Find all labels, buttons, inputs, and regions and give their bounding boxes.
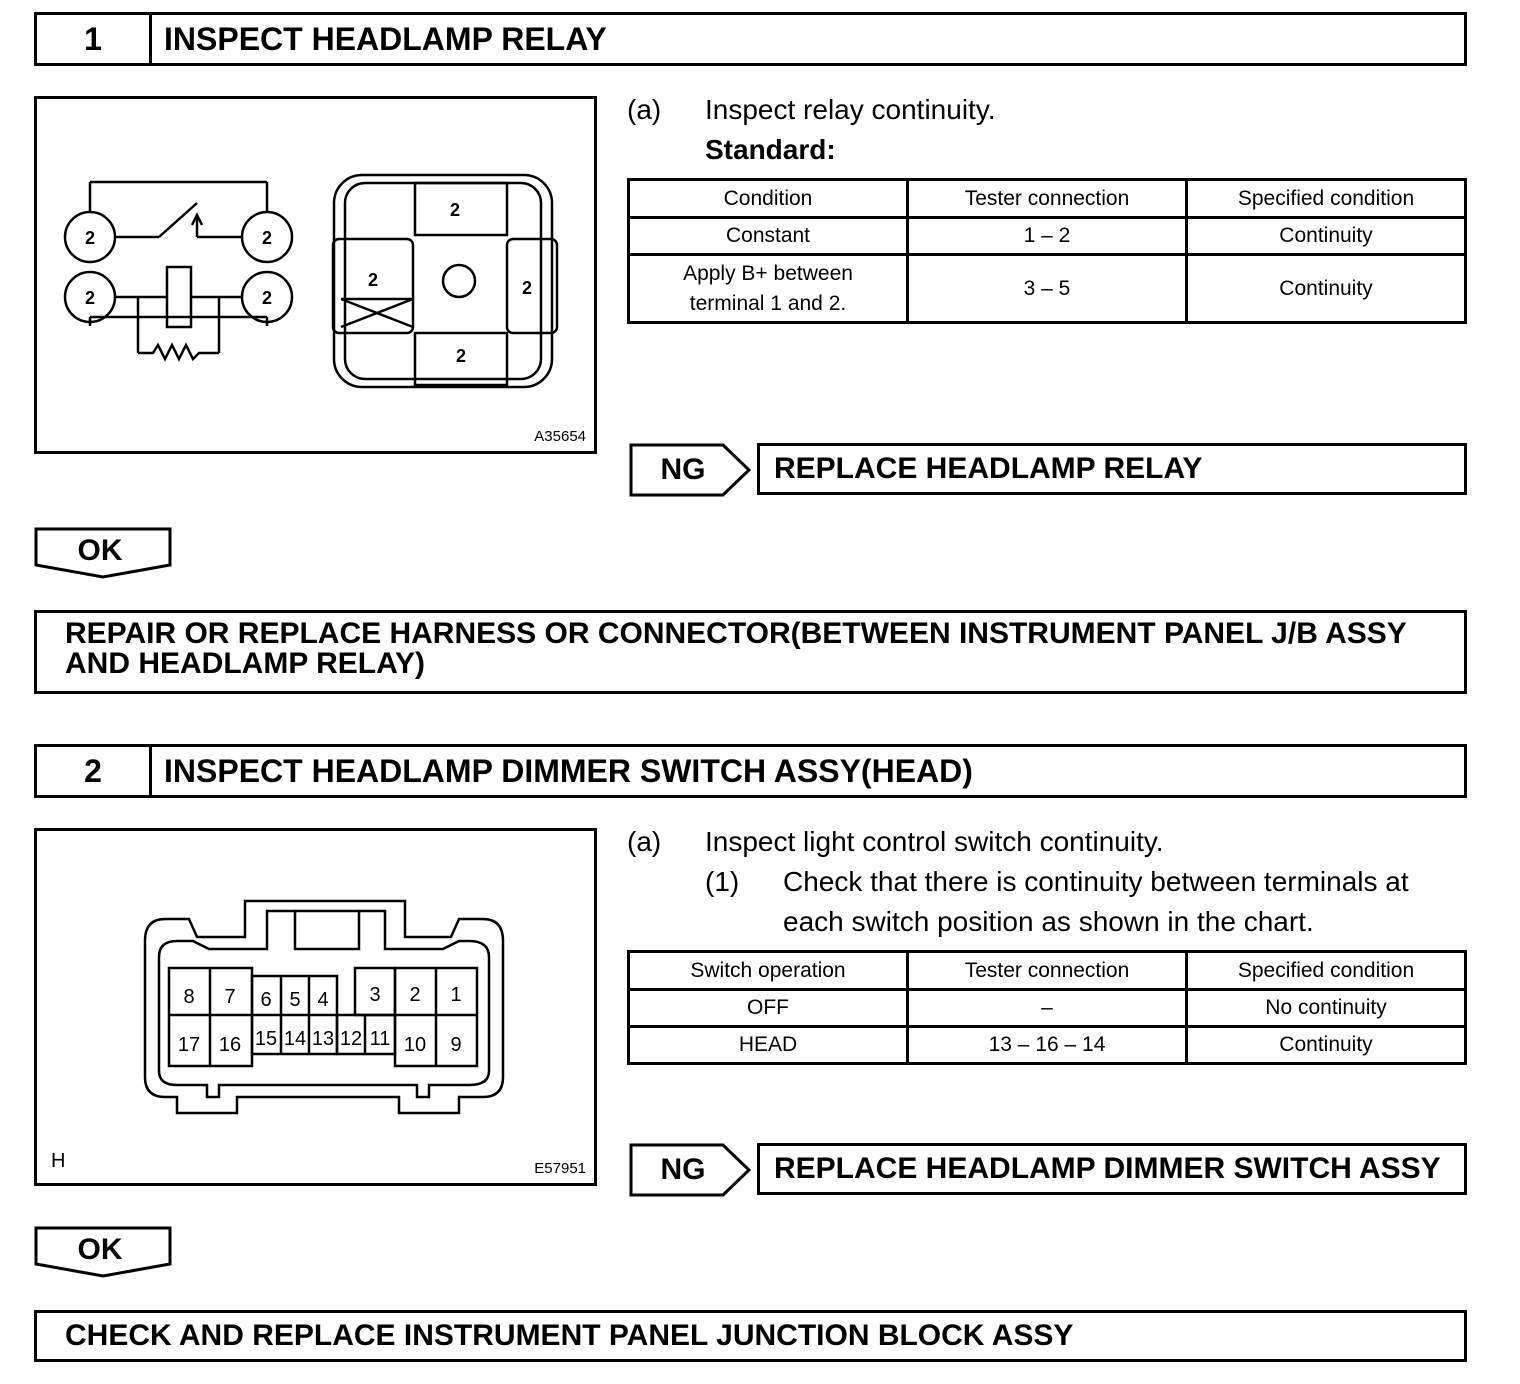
terminal-label: 2 xyxy=(262,288,272,308)
pin-number: 15 xyxy=(255,1028,277,1050)
table-header: Switch operation xyxy=(627,950,909,991)
step-title: INSPECT HEADLAMP RELAY xyxy=(164,20,607,57)
table-cell: Continuity xyxy=(1185,1025,1467,1065)
table-header: Condition xyxy=(627,178,909,219)
pin-number: 10 xyxy=(404,1034,426,1056)
pin-number: 16 xyxy=(219,1034,241,1056)
action-line: AND HEADLAMP RELAY) xyxy=(65,647,426,680)
relay-spec-table: Condition Tester connection Specified co… xyxy=(627,178,1467,324)
step-1-header: 1 INSPECT HEADLAMP RELAY xyxy=(34,12,1467,66)
table-row: HEAD 13 – 16 – 14 Continuity xyxy=(627,1025,1467,1065)
instruction-text: Inspect relay continuity. xyxy=(705,94,996,125)
relay-diagram: 2 2 2 2 2 2 2 2 xyxy=(63,173,559,389)
sub-text-line: Check that there is continuity between t… xyxy=(783,866,1409,897)
action-line: REPAIR OR REPLACE HARNESS OR CONNECTOR(B… xyxy=(65,617,1407,650)
figure-id: A35654 xyxy=(534,428,586,445)
table-cell: Constant xyxy=(627,216,909,256)
table-header: Tester connection xyxy=(906,950,1188,991)
terminal-label: 2 xyxy=(450,200,460,220)
ok-action-box: REPAIR OR REPLACE HARNESS OR CONNECTOR(B… xyxy=(34,610,1467,694)
ng-action-box: REPLACE HEADLAMP DIMMER SWITCH ASSY xyxy=(757,1143,1467,1195)
step-2-instruction: (a) Inspect light control switch continui… xyxy=(627,822,1487,862)
pin-number: 1 xyxy=(450,984,461,1006)
pin-number: 9 xyxy=(450,1034,461,1056)
pin-number: 14 xyxy=(284,1028,306,1050)
table-cell: 3 – 5 xyxy=(906,253,1188,324)
table-cell: Apply B+ between terminal 1 and 2. xyxy=(627,253,909,324)
table-cell: Continuity xyxy=(1185,216,1467,256)
table-row: Apply B+ between terminal 1 and 2. 3 – 5… xyxy=(627,253,1467,324)
ng-arrow: NG xyxy=(629,1143,753,1197)
step-2-subinstruction: (1) Check that there is continuity betwee… xyxy=(705,862,1505,902)
instruction-marker: (a) xyxy=(627,94,662,125)
table-header: Specified condition xyxy=(1185,950,1467,991)
table-cell: 1 – 2 xyxy=(906,216,1188,256)
table-header-row: Switch operation Tester connection Speci… xyxy=(627,950,1467,991)
figure-corner-label: H xyxy=(51,1150,66,1172)
ng-label: NG xyxy=(660,1153,706,1186)
terminal-label: 2 xyxy=(456,346,466,366)
ok-label: OK xyxy=(77,534,123,567)
ok-arrow: OK xyxy=(34,1226,172,1278)
ng-action-box: REPLACE HEADLAMP RELAY xyxy=(757,443,1467,495)
figure-id: E57951 xyxy=(534,1160,586,1177)
ng-arrow: NG xyxy=(629,443,753,497)
table-cell: 13 – 16 – 14 xyxy=(906,1025,1188,1065)
ng-label: NG xyxy=(660,453,706,486)
instruction-text: Inspect light control switch continuity. xyxy=(705,826,1164,857)
step-1-instruction: (a) Inspect relay continuity. xyxy=(627,90,1487,130)
sub-marker: (1) xyxy=(705,866,740,897)
table-header-row: Condition Tester connection Specified co… xyxy=(627,178,1467,219)
relay-figure: 2 2 2 2 2 2 2 2 A35654 xyxy=(34,96,597,454)
step-number: 2 xyxy=(37,747,152,795)
table-cell: HEAD xyxy=(627,1025,909,1065)
ok-label: OK xyxy=(77,1233,123,1266)
pin-number: 11 xyxy=(370,1028,391,1050)
step-title: INSPECT HEADLAMP DIMMER SWITCH ASSY(HEAD… xyxy=(164,752,973,789)
ok-action-box: CHECK AND REPLACE INSTRUMENT PANEL JUNCT… xyxy=(34,1310,1467,1362)
pin-number: 6 xyxy=(260,989,271,1011)
step-number: 1 xyxy=(37,15,152,63)
pin-number: 3 xyxy=(369,984,380,1006)
pin-number: 4 xyxy=(317,989,328,1011)
sub-text-line: each switch position as shown in the cha… xyxy=(783,906,1314,937)
terminal-label: 2 xyxy=(262,228,272,248)
standard-label: Standard: xyxy=(705,134,836,165)
pin-number: 5 xyxy=(289,989,300,1011)
pin-number: 12 xyxy=(340,1028,362,1050)
table-cell: OFF xyxy=(627,988,909,1028)
terminal-label: 2 xyxy=(85,288,95,308)
pin-number: 17 xyxy=(178,1034,200,1056)
cell-line: terminal 1 and 2. xyxy=(689,291,847,315)
table-row: Constant 1 – 2 Continuity xyxy=(627,216,1467,256)
table-header: Tester connection xyxy=(906,178,1188,219)
instruction-marker: (a) xyxy=(627,826,662,857)
terminal-label: 2 xyxy=(85,228,95,248)
table-row: OFF – No continuity xyxy=(627,988,1467,1028)
switch-spec-table: Switch operation Tester connection Speci… xyxy=(627,950,1467,1065)
pin-number: 2 xyxy=(409,984,420,1006)
table-cell: No continuity xyxy=(1185,988,1467,1028)
table-cell: Continuity xyxy=(1185,253,1467,324)
table-cell: – xyxy=(906,988,1188,1028)
ok-arrow: OK xyxy=(34,527,172,579)
cell-line: Apply B+ between xyxy=(683,261,853,285)
step-2-header: 2 INSPECT HEADLAMP DIMMER SWITCH ASSY(HE… xyxy=(34,744,1467,798)
pin-number: 7 xyxy=(224,986,235,1008)
table-header: Specified condition xyxy=(1185,178,1467,219)
pin-number: 13 xyxy=(312,1028,334,1050)
terminal-label: 2 xyxy=(522,278,532,298)
pin-number: 8 xyxy=(183,986,194,1008)
terminal-label: 2 xyxy=(368,270,378,290)
